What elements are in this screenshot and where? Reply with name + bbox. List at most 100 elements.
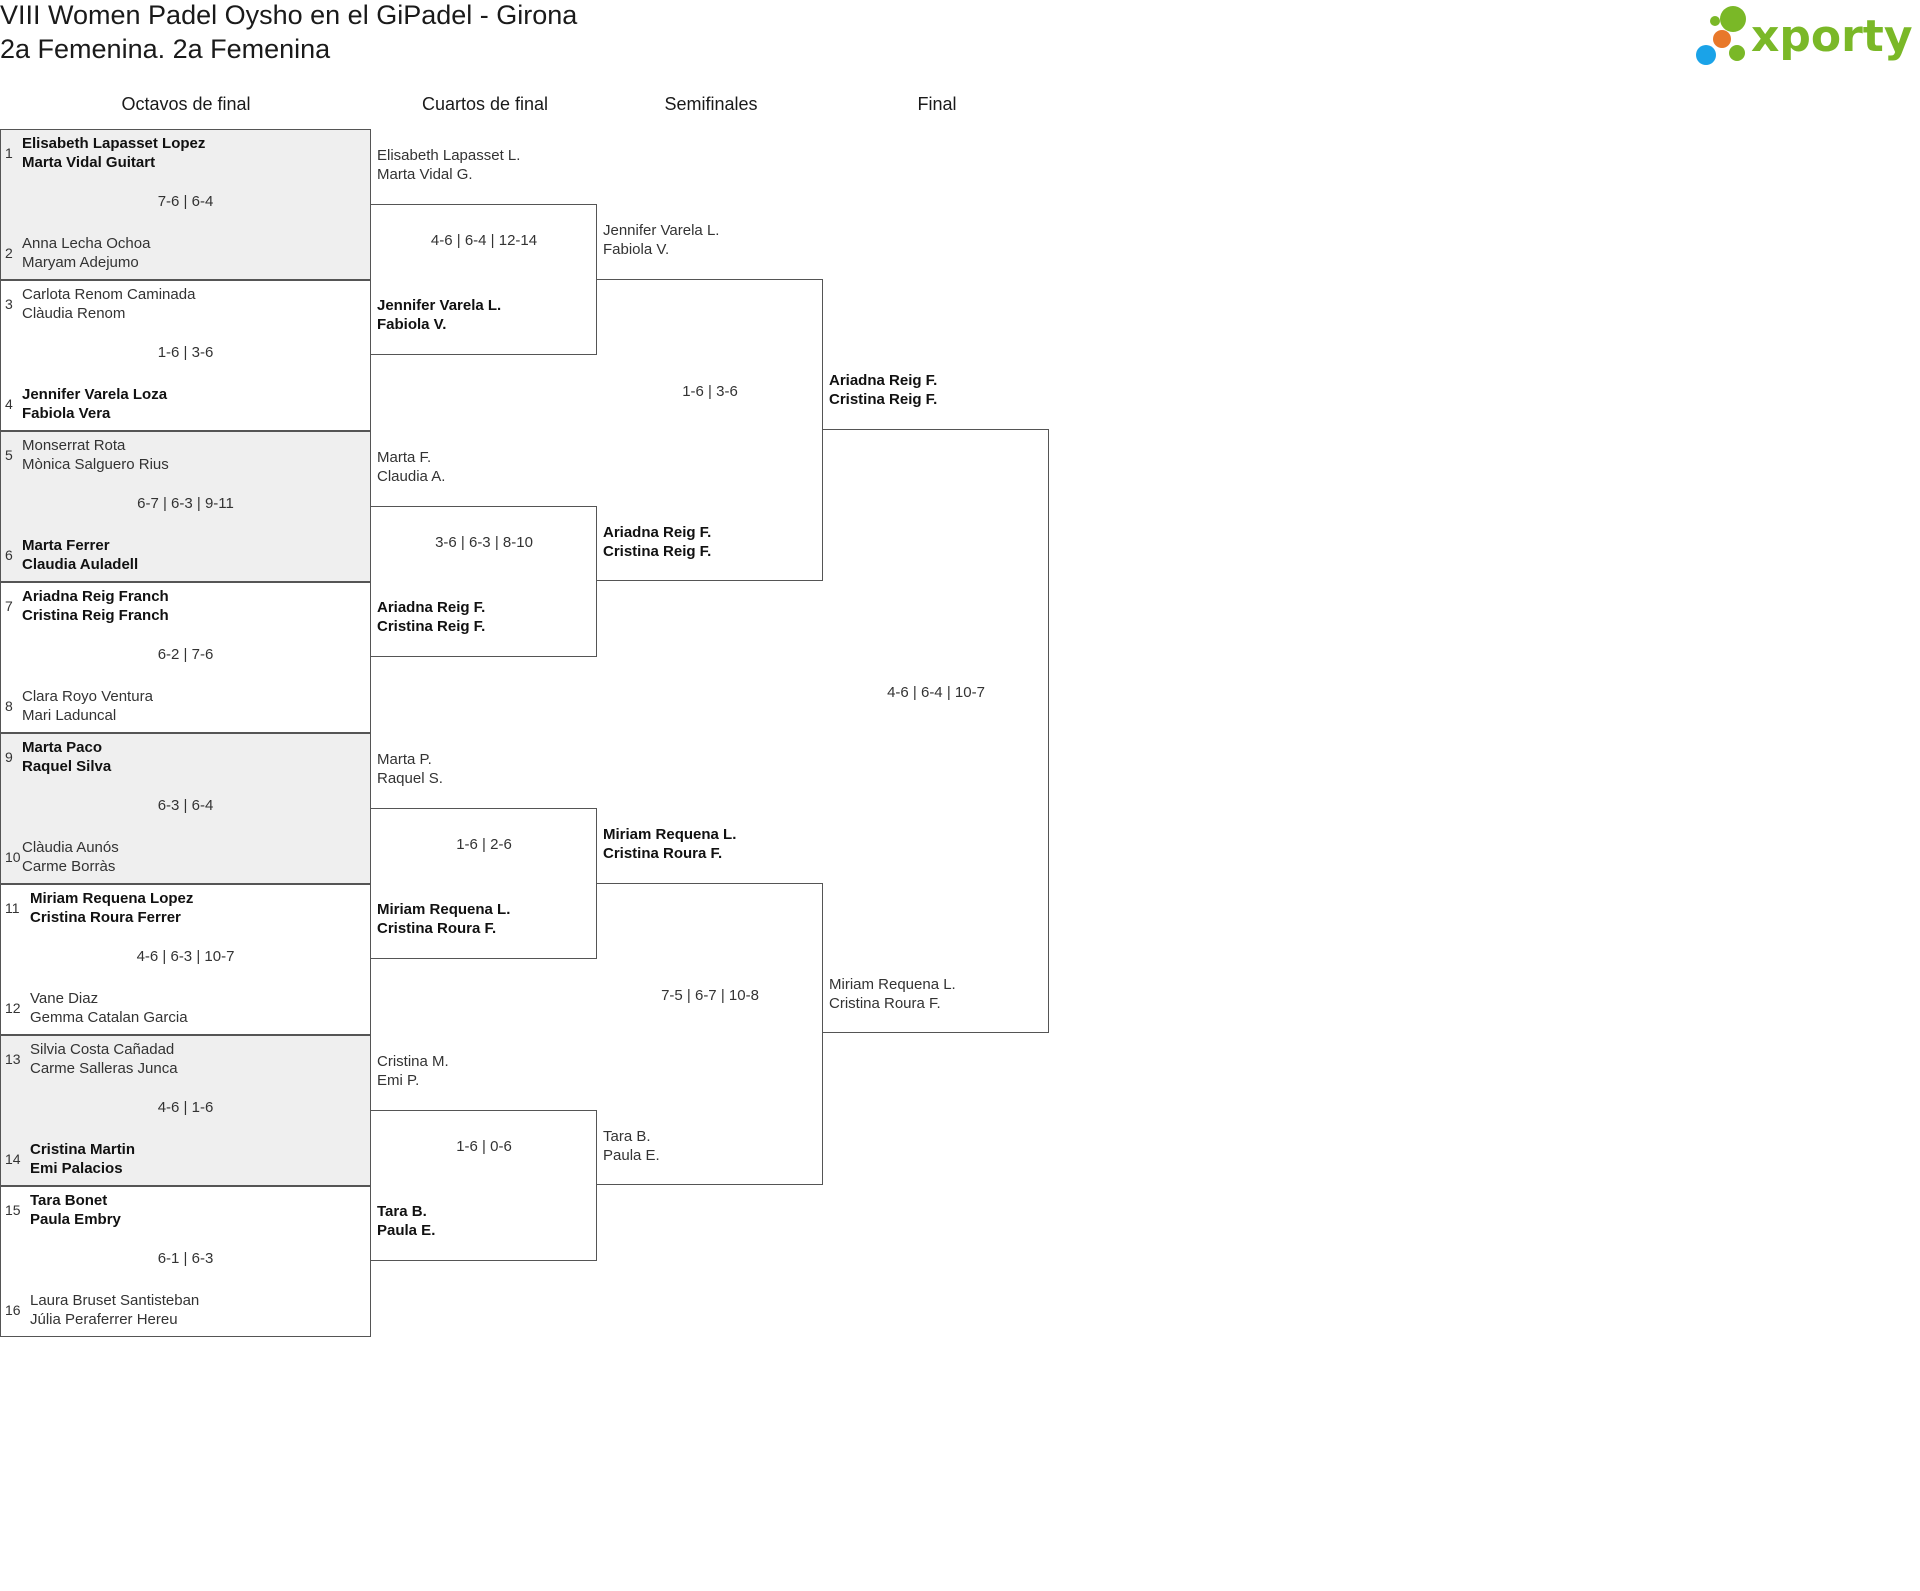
team-b: Vane Diaz (30, 990, 99, 1007)
team-a: Clàudia Renom (22, 305, 126, 322)
team-a: Emi P. (377, 1072, 420, 1089)
team-b: Miriam Requena L. (377, 901, 511, 918)
team-b: Tara B. (603, 1128, 651, 1145)
team-b: Claudia Auladell (22, 556, 139, 573)
seed-number: 2 (5, 245, 13, 261)
seed-number: 11 (5, 900, 20, 916)
team-a: Raquel S. (377, 770, 443, 787)
match-box-round16 (0, 884, 371, 1035)
team-b: Tara B. (377, 1203, 427, 1220)
team-a: Mònica Salguero Rius (22, 456, 169, 473)
match-score: 6-7 | 6-3 | 9-11 (137, 495, 234, 512)
column-header-round16: Octavos de final (121, 94, 251, 114)
seed-number: 9 (5, 749, 13, 765)
match-box-round16 (0, 733, 371, 884)
seed-number: 8 (5, 698, 13, 714)
team-a: Tara Bonet (30, 1192, 108, 1209)
team-a: Miriam Requena Lopez (30, 890, 194, 907)
match-score: 4-6 | 6-3 | 10-7 (136, 948, 235, 965)
team-a: Claudia A. (377, 468, 446, 485)
team-a: Cristina Roura Ferrer (30, 909, 181, 926)
team-b: Gemma Catalan Garcia (30, 1009, 188, 1026)
tournament-title: VIII Women Padel Oysho en el GiPadel - G… (0, 0, 578, 30)
team-a: Marta Vidal G. (377, 166, 473, 183)
team-b: Jennifer Varela Loza (22, 386, 168, 403)
match-score: 3-6 | 6-3 | 8-10 (435, 534, 533, 551)
team-b: Emi Palacios (30, 1160, 123, 1177)
match-score: 7-5 | 6-7 | 10-8 (661, 987, 759, 1004)
team-b: Ariadna Reig F. (377, 599, 486, 616)
seed-number: 16 (5, 1302, 21, 1318)
team-a: Marta P. (377, 751, 432, 768)
team-b: Júlia Peraferrer Hereu (30, 1311, 178, 1328)
team-b: Cristina Roura F. (377, 920, 497, 937)
team-a: Cristina M. (377, 1053, 449, 1070)
team-a: Jennifer Varela L. (603, 222, 720, 239)
team-b: Laura Bruset Santisteban (30, 1292, 200, 1309)
match-score: 1-6 | 0-6 (456, 1138, 512, 1155)
seed-number: 6 (5, 547, 13, 563)
match-score: 7-6 | 6-4 (157, 193, 214, 210)
team-b: Clàudia Aunós (22, 839, 119, 856)
seed-number: 1 (5, 145, 13, 161)
bracket-connector (371, 506, 597, 657)
team-b: Clara Royo Ventura (22, 688, 153, 705)
team-a: Ariadna Reig Franch (22, 588, 169, 605)
match-score: 6-1 | 6-3 (157, 1250, 214, 1267)
team-a: Elisabeth Lapasset L. (377, 147, 521, 164)
bracket-connector (371, 204, 597, 355)
team-a: Elisabeth Lapasset Lopez (22, 135, 206, 152)
match-score: 6-3 | 6-4 (157, 797, 214, 814)
seed-number: 15 (5, 1202, 21, 1218)
column-header-quarter: Cuartos de final (421, 94, 549, 114)
bracket-connector (597, 279, 823, 581)
team-a: Carme Salleras Junca (30, 1060, 178, 1077)
match-box-round16 (0, 582, 371, 733)
match-box-round16 (0, 280, 371, 431)
team-b: Ariadna Reig F. (603, 524, 712, 541)
match-score: 1-6 | 2-6 (456, 836, 512, 853)
bracket-connector (823, 429, 1049, 1033)
match-box-round16 (0, 129, 371, 280)
bracket-connector (597, 883, 823, 1185)
seed-number: 14 (5, 1151, 21, 1167)
team-b: Mari Laduncal (22, 707, 117, 724)
category-title: 2a Femenina. 2a Femenina (0, 34, 331, 64)
bracket-connector (371, 808, 597, 959)
team-a: Miriam Requena L. (603, 826, 737, 843)
svg-text:xporty: xporty (1751, 11, 1913, 62)
seed-number: 7 (5, 598, 13, 614)
match-score: 4-6 | 1-6 (157, 1099, 214, 1116)
match-box-round16 (0, 1035, 371, 1186)
team-a: Cristina Roura F. (603, 845, 723, 862)
team-b: Cristina Roura F. (829, 995, 941, 1012)
team-a: Raquel Silva (22, 758, 112, 775)
team-b: Fabiola V. (377, 316, 447, 333)
team-a: Silvia Costa Cañadad (30, 1041, 175, 1058)
seed-number: 5 (5, 447, 13, 463)
team-a: Monserrat Rota (22, 437, 126, 454)
match-score: 4-6 | 6-4 | 12-14 (430, 232, 538, 249)
team-b: Paula E. (377, 1222, 436, 1239)
team-a: Carlota Renom Caminada (22, 286, 196, 303)
team-a: Marta Vidal Guitart (22, 154, 156, 171)
column-header-final: Final (917, 94, 957, 114)
team-b: Anna Lecha Ochoa (22, 235, 151, 252)
team-b: Cristina Reig F. (603, 543, 712, 560)
team-a: Paula Embry (30, 1211, 121, 1228)
team-b: Miriam Requena L. (829, 976, 956, 993)
team-b: Cristina Martin (30, 1141, 136, 1158)
team-b: Maryam Adejumo (22, 254, 139, 271)
match-score: 4-6 | 6-4 | 10-7 (887, 684, 985, 701)
match-score: 6-2 | 7-6 (157, 646, 214, 663)
seed-number: 13 (5, 1051, 21, 1067)
match-score: 1-6 | 3-6 (682, 383, 738, 400)
team-b: Fabiola Vera (22, 405, 111, 422)
seed-number: 10 (5, 849, 21, 865)
team-a: Fabiola V. (603, 241, 670, 258)
bracket-connector (371, 1110, 597, 1261)
team-b: Marta Ferrer (22, 537, 110, 554)
team-a: Marta Paco (22, 739, 103, 756)
column-header-semi: Semifinales (664, 94, 758, 114)
team-a: Cristina Reig F. (829, 391, 938, 408)
